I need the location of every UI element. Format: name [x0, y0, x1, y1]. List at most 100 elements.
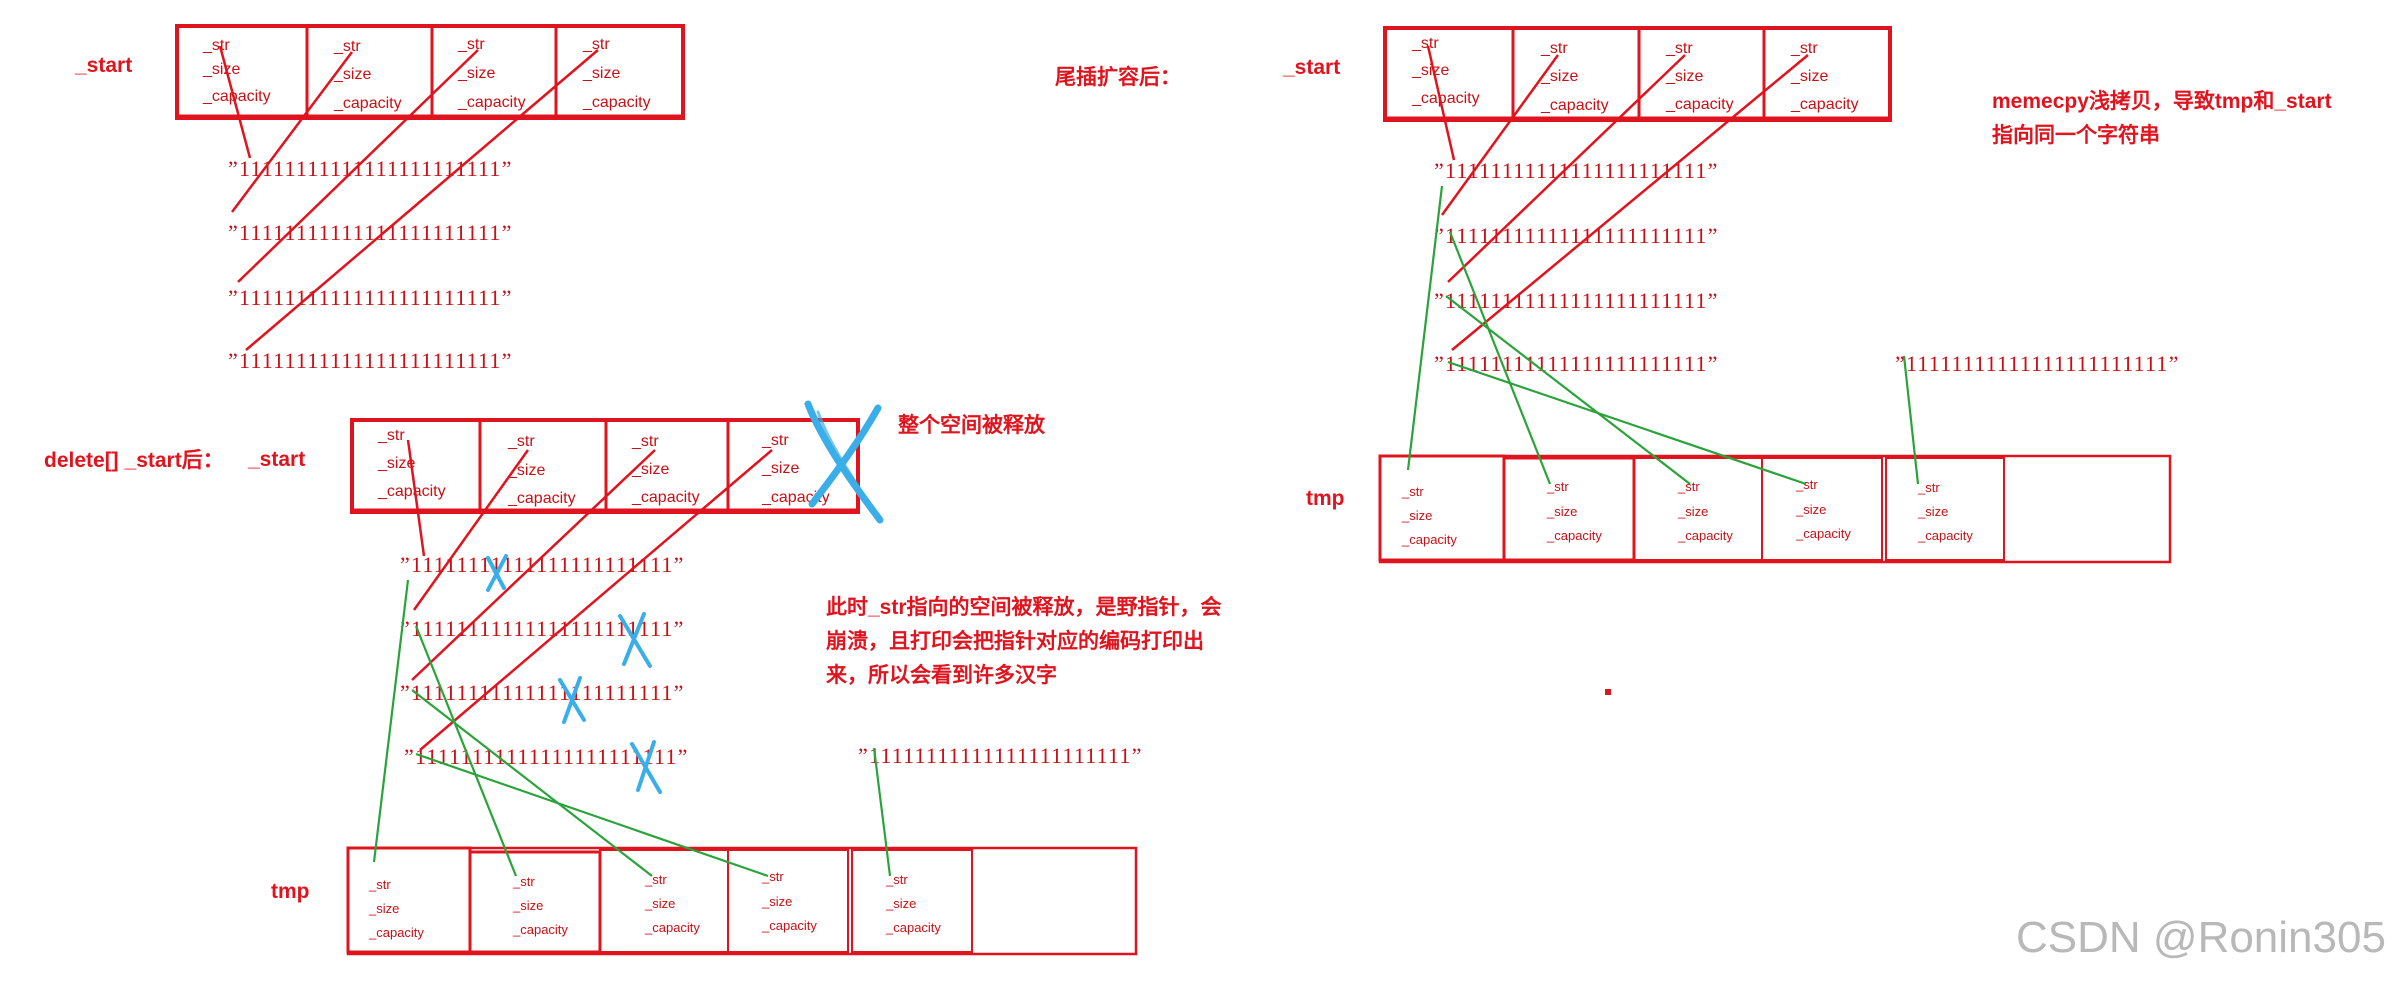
panel-after-push-back: 尾插扩容后： _start _str _size _capacity _str … [1055, 26, 2332, 695]
field-capacity: _capacity [1795, 526, 1851, 541]
field-str: _str [1540, 40, 1568, 57]
field-str: _str [761, 869, 784, 884]
field-str: _str [1790, 40, 1818, 57]
tmp-pointer-arrow [415, 752, 769, 878]
string-literal-new: ”11111111111111111111111” [1895, 351, 2180, 376]
field-capacity: _capacity [1677, 528, 1733, 543]
field-str: _str [377, 427, 405, 444]
pointer-arrow [218, 45, 252, 159]
field-capacity: _capacity [512, 922, 568, 937]
pointer-arrow [406, 439, 426, 557]
field-size: _size [333, 66, 371, 83]
start-element-box [1762, 26, 1892, 120]
field-size: _size [377, 455, 415, 472]
start-label: _start [247, 448, 305, 471]
tmp-label: tmp [1306, 487, 1345, 510]
tmp-pointer-arrow [1448, 231, 1552, 485]
field-capacity: _capacity [1546, 528, 1602, 543]
start-label: _start [1282, 56, 1340, 79]
string-literal: ”11111111111111111111111” [400, 680, 685, 705]
field-capacity: _capacity [885, 920, 941, 935]
field-capacity: _capacity [582, 94, 651, 111]
tmp-element-box [727, 849, 849, 953]
string-literal: ”11111111111111111111111” [228, 348, 513, 373]
after-delete-label: delete[] _start后： [44, 449, 224, 472]
pointer-arrow [231, 51, 353, 213]
field-capacity: _capacity [1540, 97, 1609, 114]
string-literal: ”11111111111111111111111” [1434, 351, 1719, 376]
tmp-pointer-arrow [372, 579, 410, 863]
field-size: _size [202, 61, 240, 78]
tmp-array-outline [1378, 454, 2172, 564]
field-capacity: _capacity [457, 94, 526, 111]
field-size: _size [885, 896, 916, 911]
start-element-box [554, 24, 685, 118]
pointer-arrow [1451, 54, 1809, 351]
start-element-box [726, 418, 860, 512]
field-size: _size [1917, 504, 1948, 519]
pointer-arrow [1426, 45, 1456, 161]
tmp-element-box [1761, 457, 1883, 561]
string-literal: ”11111111111111111111111” [228, 285, 513, 310]
field-capacity: _capacity [631, 489, 700, 506]
field-size: _size [1546, 504, 1577, 519]
memcpy-note: 指向同一个字符串 [1992, 123, 2160, 147]
whole-space-released-note: 整个空间被释放 [898, 413, 1046, 437]
released-cross-icon [486, 554, 508, 592]
tmp-pointer-arrow [1447, 360, 1807, 486]
pointer-arrow [1447, 54, 1686, 283]
tmp-element-box [851, 849, 973, 953]
tmp-pointer-arrow [1406, 185, 1444, 471]
tmp-pointer-arrow [414, 625, 518, 877]
string-literal: ”11111111111111111111111” [228, 156, 513, 181]
field-str: _str [1665, 40, 1693, 57]
field-capacity: _capacity [377, 483, 446, 500]
pointer-arrow [419, 449, 773, 751]
field-capacity: _capacity [202, 88, 271, 105]
field-size: _size [1795, 502, 1826, 517]
field-size: _size [368, 901, 399, 916]
field-size: _size [1401, 508, 1432, 523]
field-str: _str [202, 37, 230, 54]
start-label: _start [74, 54, 132, 77]
pointer-arrow [245, 49, 599, 351]
string-literal: ”11111111111111111111111” [1434, 158, 1719, 183]
field-capacity: _capacity [1917, 528, 1973, 543]
string-literal: ”11111111111111111111111” [1434, 223, 1719, 248]
field-str: _str [1401, 484, 1424, 499]
tmp-pointer-arrow [1902, 355, 1920, 485]
tmp-pointer-arrow [872, 747, 892, 877]
released-cross-icon [618, 612, 652, 668]
pointer-arrow [237, 49, 479, 283]
field-size: _size [1790, 68, 1828, 85]
field-str: _str [457, 36, 485, 53]
field-size: _size [1540, 68, 1578, 85]
field-str: _str [644, 872, 667, 887]
wild-pointer-note: 此时_str指向的空间被释放，是野指针，会 [826, 595, 1222, 619]
field-capacity: _capacity [1411, 90, 1480, 107]
field-str: _str [368, 877, 391, 892]
field-size: _size [457, 65, 495, 82]
pointer-arrow [1440, 54, 1560, 216]
field-str: _str [512, 874, 535, 889]
pointer-arrow [412, 449, 530, 611]
field-str: _str [631, 433, 659, 450]
string-literal: ”11111111111111111111111” [228, 220, 513, 245]
released-cross-icon [804, 400, 884, 524]
watermark: CSDN @Ronin305 [2016, 913, 2386, 962]
field-str: _str [761, 432, 789, 449]
wild-pointer-note: 来，所以会看到许多汉字 [826, 663, 1057, 687]
tmp-pointer-arrow [411, 689, 653, 877]
string-literal-new: ”11111111111111111111111” [858, 743, 1143, 768]
panel-after-delete: delete[] _start后： _start 整个空间被释放 _str _s… [44, 400, 1222, 956]
field-str: _str [582, 36, 610, 53]
field-str: _str [1917, 480, 1940, 495]
panel-initial: _start _str _size _capacity _str _size _… [74, 24, 685, 373]
tmp-array-outline [346, 846, 1138, 956]
field-str: _str [1546, 479, 1569, 494]
field-str: _str [1795, 477, 1818, 492]
field-size: _size [761, 460, 799, 477]
released-cross-icon [558, 676, 586, 724]
